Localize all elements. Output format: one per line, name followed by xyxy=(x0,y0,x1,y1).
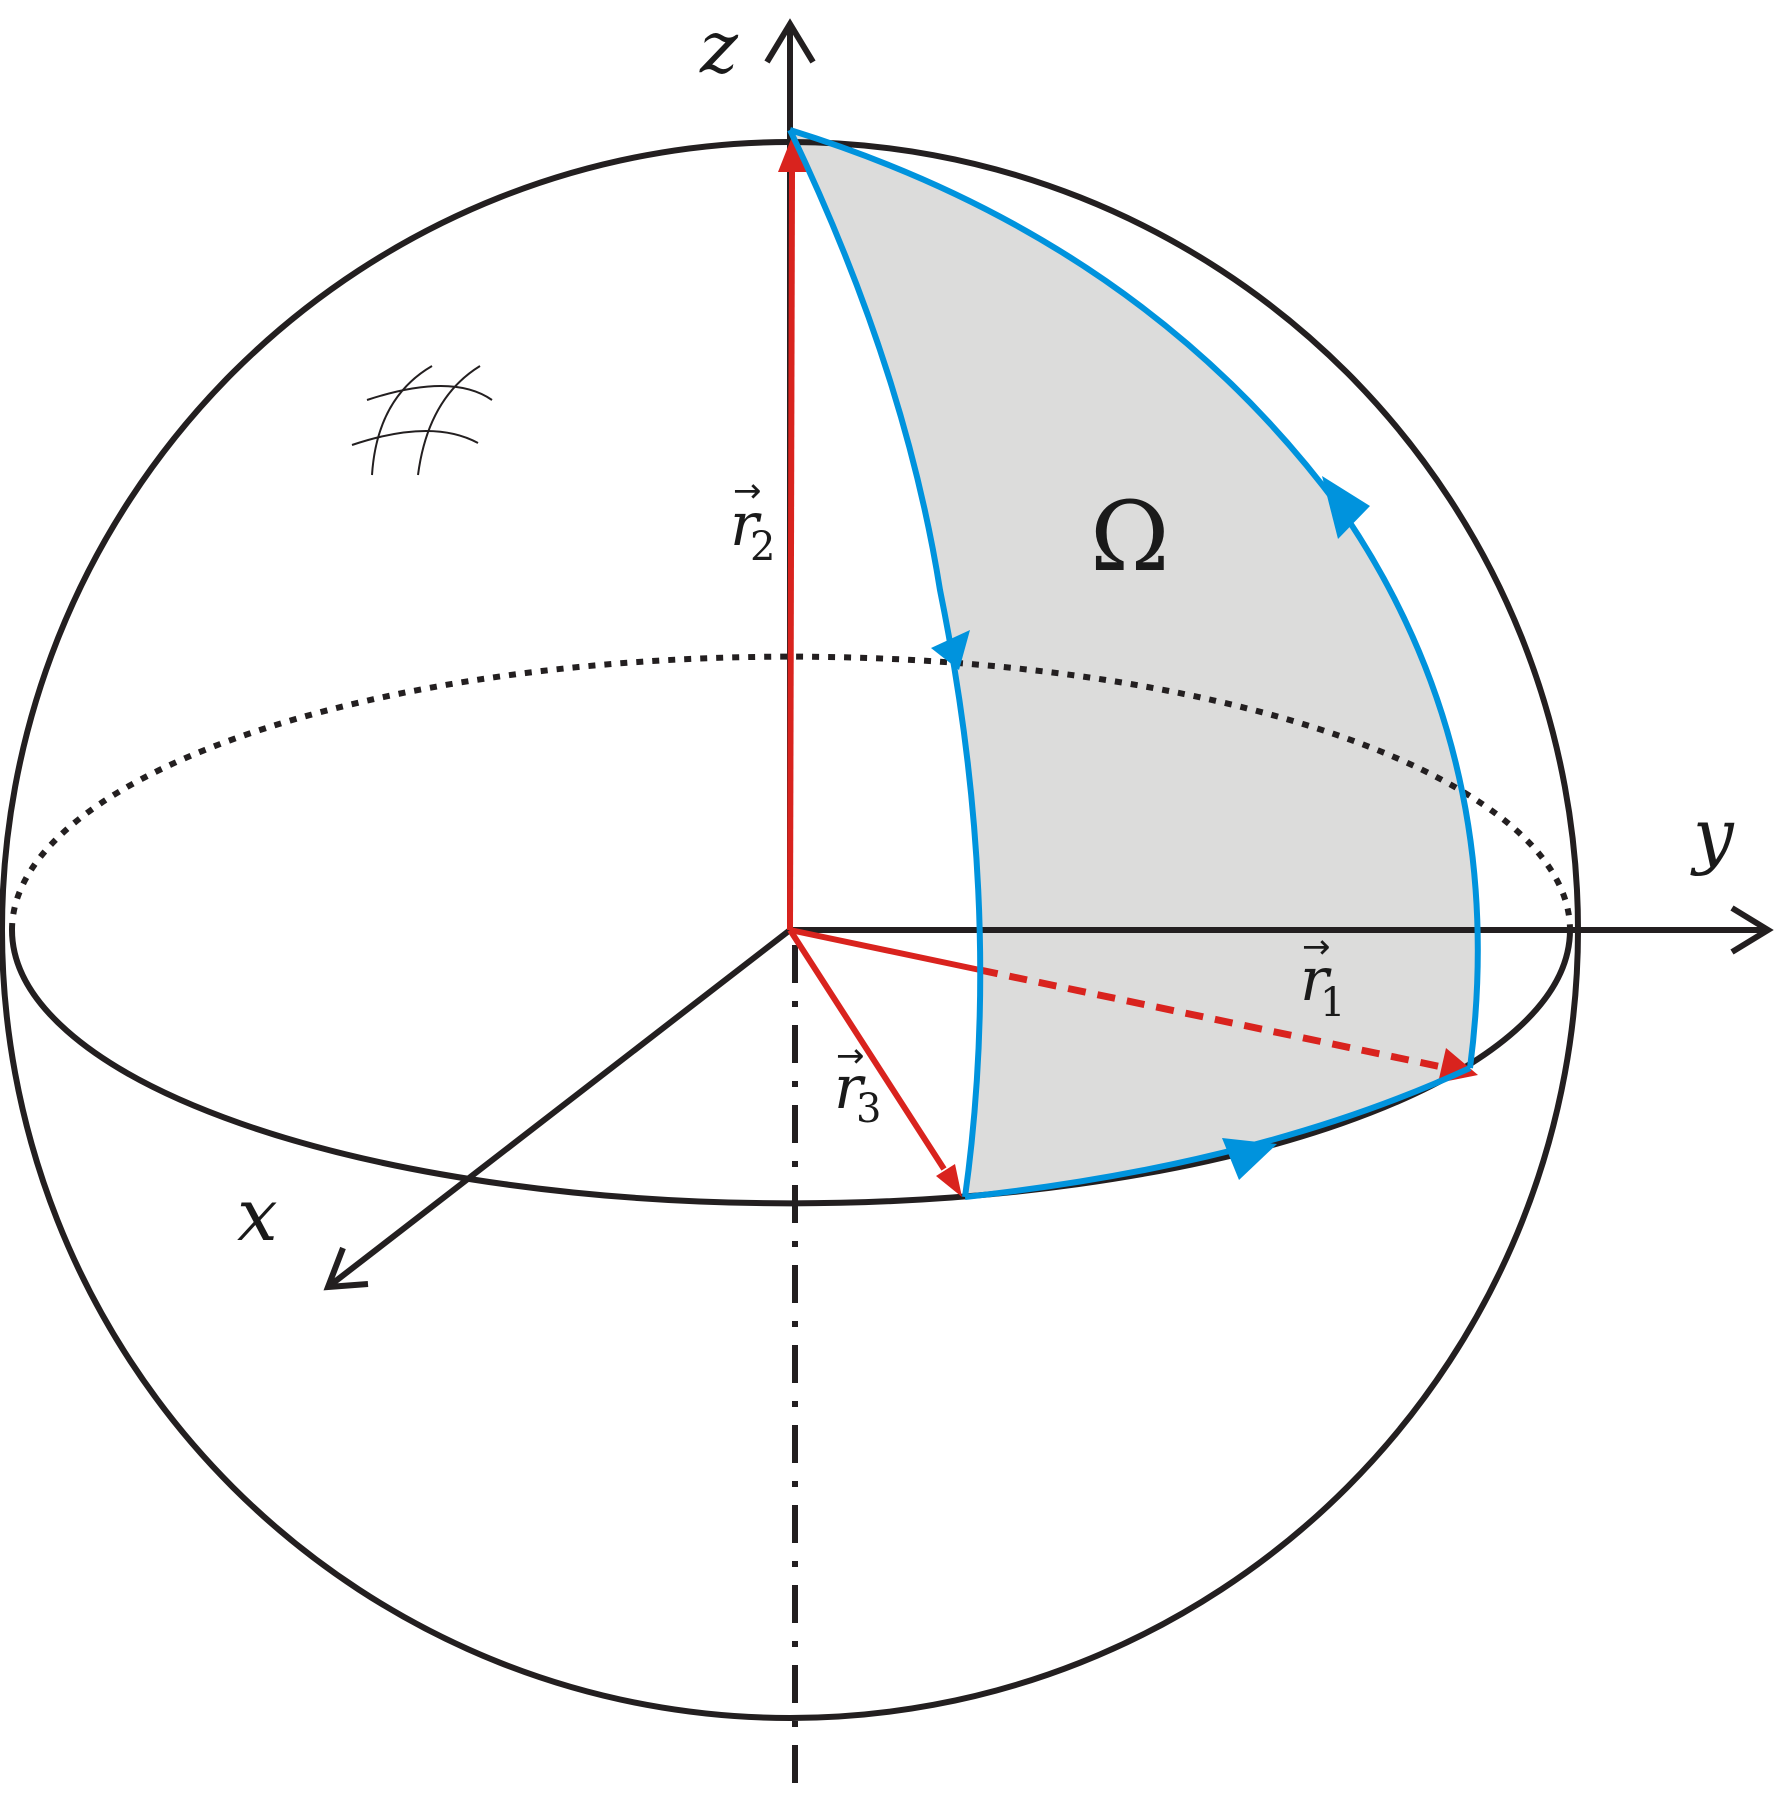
omega-label: Ω xyxy=(1090,481,1170,593)
contour-arrowhead-bottom xyxy=(1222,1138,1277,1180)
vector-r1-dashed xyxy=(979,966,1443,1071)
label-r1-arrow: → xyxy=(1302,927,1331,967)
label-r3-arrow: → xyxy=(836,1036,865,1076)
vector-r1-solid xyxy=(789,927,981,973)
label-r3-subscript: 3 xyxy=(856,1086,881,1132)
label-r2: → r 2 xyxy=(730,471,775,570)
vector-r3 xyxy=(787,928,947,1171)
x-axis-arrowhead xyxy=(323,1246,369,1291)
label-r1-subscript: 1 xyxy=(1320,980,1345,1026)
label-r2-letter: r xyxy=(730,490,762,560)
contour-arrowhead-left xyxy=(931,630,970,670)
z-axis-label: z xyxy=(699,5,739,89)
vector-r2-arrowhead xyxy=(778,134,808,172)
x-axis-label: x xyxy=(237,1173,278,1257)
surface-grid-sketch xyxy=(351,365,493,476)
label-r1-letter: r xyxy=(1300,945,1332,1015)
y-axis-label: y xyxy=(1690,793,1735,877)
label-r3: → r 3 xyxy=(834,1036,881,1132)
vector-r2 xyxy=(787,171,795,931)
x-axis xyxy=(326,927,792,1290)
label-r2-arrow: → xyxy=(733,471,762,511)
vector-r1-arrowhead xyxy=(1438,1048,1478,1083)
y-axis-arrowhead xyxy=(1730,905,1774,955)
solid-angle-region xyxy=(790,130,1478,1197)
vector-r3-arrowhead xyxy=(936,1164,962,1197)
z-axis-arrowhead xyxy=(764,18,816,64)
label-r2-subscript: 2 xyxy=(750,524,775,570)
label-r1: → r 1 xyxy=(1300,927,1345,1026)
contour-meridian-left xyxy=(787,128,984,1198)
label-r3-letter: r xyxy=(834,1053,866,1123)
contour-arrowhead-right xyxy=(1322,476,1370,539)
